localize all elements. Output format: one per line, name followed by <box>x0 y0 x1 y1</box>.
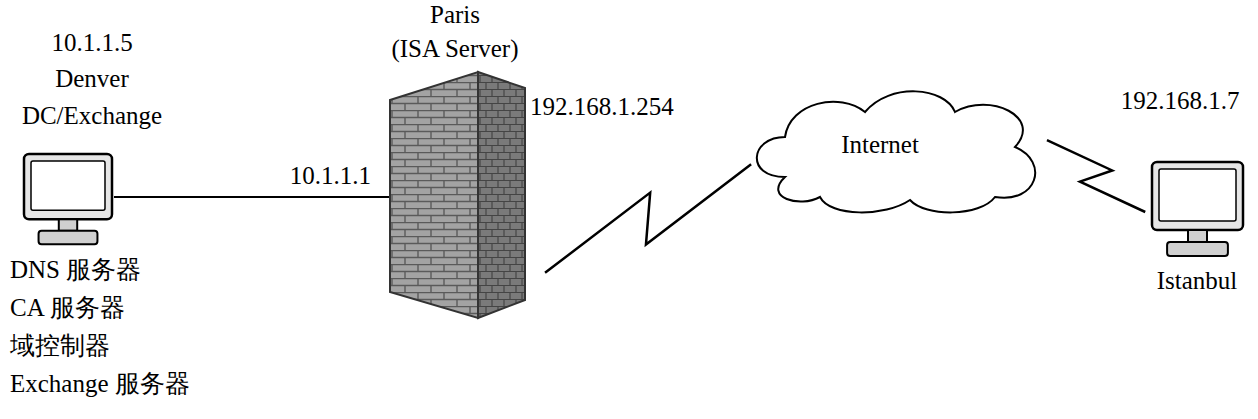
host-name: Istanbul <box>1157 266 1238 296</box>
monitor-base <box>1167 242 1228 256</box>
host-name: Paris <box>430 0 480 30</box>
wireless-link <box>1047 140 1145 212</box>
wireless-link <box>545 164 751 272</box>
monitor-icon <box>1150 160 1245 260</box>
cloud-outline <box>757 91 1035 212</box>
service-item: DNS 服务器 <box>10 255 141 285</box>
monitor-screen <box>31 161 105 210</box>
wall-side <box>478 72 525 318</box>
monitor-screen <box>1159 169 1236 221</box>
monitor-neck <box>1188 230 1207 242</box>
monitor-icon <box>22 152 114 248</box>
internet-cloud: Internet <box>745 82 1050 217</box>
server-computer: 10.1.1.5DenverDC/ExchangeDNS 服务器CA 服务器域控… <box>22 152 114 248</box>
service-item: 域控制器 <box>10 331 110 361</box>
monitor-frame <box>24 154 112 219</box>
ip-address: 10.1.1.5 <box>51 28 132 58</box>
wall-front <box>390 72 478 318</box>
firewall-icon <box>386 68 528 324</box>
host-role: DC/Exchange <box>22 101 162 131</box>
firewall-wall: Paris(ISA Server) <box>386 68 528 324</box>
monitor-frame <box>1152 162 1243 230</box>
network-cable <box>114 196 390 198</box>
host-name: Denver <box>55 64 129 94</box>
host-role: (ISA Server) <box>391 34 518 64</box>
service-item: CA 服务器 <box>10 293 125 323</box>
monitor-neck <box>59 219 77 231</box>
monitor-base <box>39 231 98 244</box>
service-item: Exchange 服务器 <box>10 369 190 399</box>
ip-address: 192.168.1.254 <box>530 92 674 122</box>
cloud-label: Internet <box>841 130 919 160</box>
ip-address: 192.168.1.7 <box>1121 86 1240 116</box>
ip-address: 10.1.1.1 <box>290 161 371 191</box>
client-computer: 192.168.1.7Istanbul <box>1150 160 1245 260</box>
